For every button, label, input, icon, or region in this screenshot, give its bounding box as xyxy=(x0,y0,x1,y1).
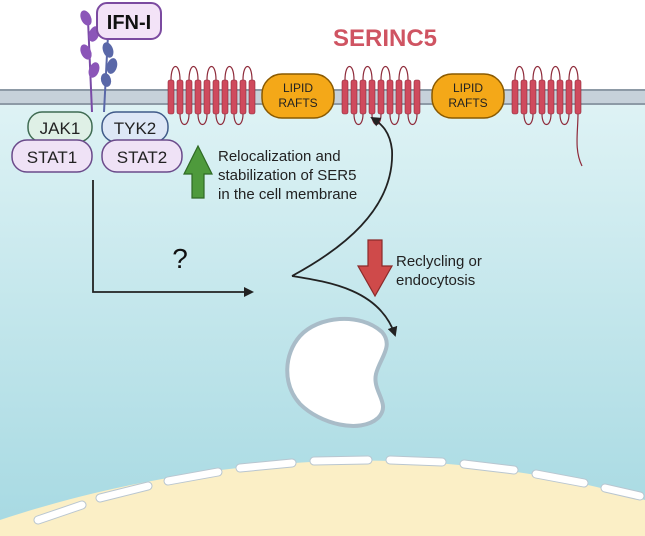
lipid-raft-2: LIPID RAFTS xyxy=(431,73,505,119)
recycling-line1: Reclycling or xyxy=(396,253,482,270)
lipid-raft-1: LIPID RAFTS xyxy=(261,73,335,119)
serinc5-loop xyxy=(389,113,400,126)
serinc5-helix xyxy=(185,79,193,115)
serinc5-protein xyxy=(167,65,583,167)
serinc5-loop xyxy=(170,65,181,81)
endosome-vesicle xyxy=(285,317,389,428)
serinc5-loop xyxy=(523,113,534,126)
serinc5-helix xyxy=(511,79,519,115)
nuclear-envelope xyxy=(33,455,645,525)
relocalization-line3: in the cell membrane xyxy=(218,186,357,203)
recycling-arrow xyxy=(291,275,398,337)
serinc5-loop xyxy=(532,65,543,81)
serinc5-loop xyxy=(398,65,409,81)
ifn-receptor xyxy=(80,10,118,113)
serinc5-helix xyxy=(547,79,555,115)
serinc5-helix xyxy=(221,79,229,115)
ifn-i-label: IFN-I xyxy=(107,12,151,34)
serinc5-helix xyxy=(248,79,256,115)
upregulation-arrow xyxy=(183,144,213,199)
serinc5-helix xyxy=(538,79,546,115)
serinc5-helix xyxy=(359,79,367,115)
serinc5-helix xyxy=(239,79,247,115)
serinc5-loop xyxy=(568,65,579,81)
serinc5-helix xyxy=(556,79,564,115)
serinc5-helix xyxy=(413,79,421,115)
serinc5-tail xyxy=(576,113,583,167)
ifn-i-ligand: IFN-I xyxy=(96,2,162,40)
relocalization-line2: stabilization of SER5 xyxy=(218,167,356,184)
serinc5-helix xyxy=(341,79,349,115)
serinc5-helix xyxy=(350,79,358,115)
serinc5-loop xyxy=(514,65,525,81)
serinc5-loop xyxy=(197,113,208,126)
serinc5-helix xyxy=(565,79,573,115)
serinc5-helix xyxy=(368,79,376,115)
lipid-raft-2-line2: RAFTS xyxy=(448,96,487,110)
downregulation-arrow xyxy=(356,239,394,298)
serinc5-helix xyxy=(529,79,537,115)
serinc5-loop xyxy=(233,113,244,126)
serinc5-loop xyxy=(550,65,561,81)
serinc5-helix xyxy=(404,79,412,115)
signaling-arrow xyxy=(92,180,254,297)
serinc5-loop xyxy=(353,113,364,126)
serinc5-loop xyxy=(224,65,235,81)
serinc5-helix xyxy=(230,79,238,115)
serinc5-helix xyxy=(194,79,202,115)
serinc5-loop xyxy=(407,113,418,126)
serinc5-helix xyxy=(203,79,211,115)
serinc5-helix xyxy=(520,79,528,115)
serinc5-loop xyxy=(215,113,226,126)
serinc5-loop xyxy=(179,113,190,126)
serinc5-helix xyxy=(176,79,184,115)
stat1-label: STAT1 xyxy=(27,148,77,167)
serinc5-title: SERINC5 xyxy=(333,25,437,52)
serinc5-helix xyxy=(167,79,175,115)
lipid-raft-1-line1: LIPID xyxy=(283,81,313,95)
serinc5-loop xyxy=(362,65,373,81)
jak1-label: JAK1 xyxy=(40,119,81,138)
serinc5-loop xyxy=(188,65,199,81)
serinc5-loop xyxy=(559,113,570,126)
tyk2-node: TYK2 xyxy=(101,111,169,143)
serinc5-loop xyxy=(541,113,552,126)
serinc5-helix xyxy=(212,79,220,115)
trafficking-to-membrane-arrow xyxy=(291,116,393,277)
serinc5-helix xyxy=(377,79,385,115)
serinc5-helix xyxy=(574,79,582,115)
serinc5-loop xyxy=(344,65,355,81)
stat1-node: STAT1 xyxy=(11,139,93,173)
serinc5-helix xyxy=(395,79,403,115)
relocalization-line1: Relocalization and xyxy=(218,148,341,165)
serinc5-loop xyxy=(380,65,391,81)
nucleus xyxy=(0,460,645,536)
serinc5-loop xyxy=(242,65,253,81)
jak1-node: JAK1 xyxy=(27,111,93,143)
tyk2-label: TYK2 xyxy=(114,119,157,138)
serinc5-loop xyxy=(206,65,217,81)
stat2-node: STAT2 xyxy=(101,139,183,173)
serinc5-helix xyxy=(386,79,394,115)
stat2-label: STAT2 xyxy=(117,148,167,167)
recycling-line2: endocytosis xyxy=(396,272,475,289)
unknown-mechanism-mark: ? xyxy=(172,243,188,274)
lipid-raft-1-line2: RAFTS xyxy=(278,96,317,110)
lipid-raft-2-line1: LIPID xyxy=(453,81,483,95)
